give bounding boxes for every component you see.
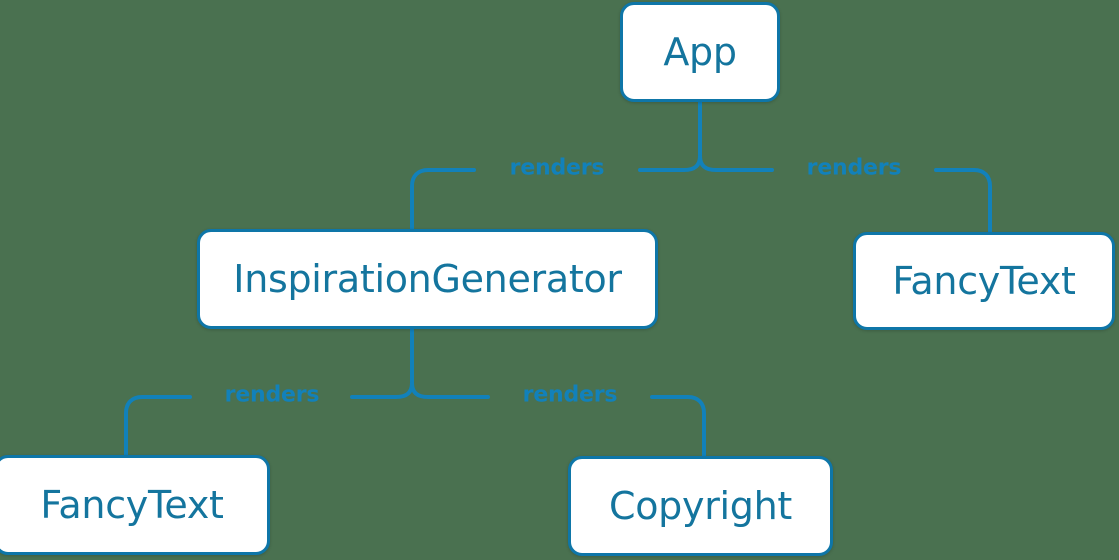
edge-inspiration-generator-to-copyright: [410, 381, 706, 458]
edge-label-app-to-fancytext-right: renders: [806, 155, 902, 181]
node-fancytext-bottom-left-label: FancyText: [40, 483, 224, 527]
node-inspiration-generator-label: InspirationGenerator: [233, 257, 622, 301]
node-app-label: App: [663, 30, 737, 74]
node-app[interactable]: App: [620, 2, 780, 102]
edge-label-inspiration-generator-to-copyright: renders: [522, 382, 618, 408]
edge-label-app-to-inspiration-generator: renders: [509, 155, 605, 181]
node-fancytext-right-label: FancyText: [892, 259, 1076, 303]
node-fancytext-right[interactable]: FancyText: [853, 232, 1115, 330]
node-copyright-label: Copyright: [609, 484, 792, 528]
edge-label-inspiration-generator-to-fancytext-bottom-left: renders: [224, 382, 320, 408]
node-copyright[interactable]: Copyright: [568, 456, 833, 556]
edge-app-to-fancytext-right: [698, 154, 992, 234]
node-fancytext-bottom-left[interactable]: FancyText: [0, 455, 270, 555]
node-inspiration-generator[interactable]: InspirationGenerator: [197, 229, 658, 329]
